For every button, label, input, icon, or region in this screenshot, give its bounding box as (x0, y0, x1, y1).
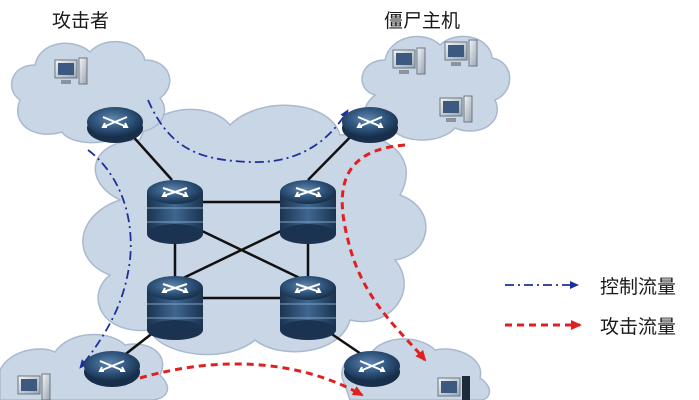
legend-control-label: 控制流量 (600, 276, 677, 298)
attacker-label: 攻击者 (52, 10, 110, 32)
router-icon (87, 107, 143, 143)
attack-flow-paths (139, 143, 427, 397)
router-icon (344, 351, 400, 387)
zombie-hosts-label: 僵尸主机 (384, 10, 461, 32)
computer-icon (437, 376, 470, 400)
router-icon (342, 107, 398, 143)
legend-attack-label: 攻击流量 (600, 316, 677, 338)
core-switch-icon (280, 180, 336, 244)
router-icon (84, 351, 140, 387)
core-switch-icon (147, 276, 203, 340)
core-switch-icon (147, 180, 203, 244)
computer-icon (17, 373, 51, 400)
computer-icon (444, 39, 478, 67)
computer-icon (392, 47, 426, 75)
computer-icon (439, 95, 473, 123)
computer-icon (54, 57, 88, 85)
control-flow-paths (79, 99, 349, 369)
core-switch-icon (280, 276, 336, 340)
